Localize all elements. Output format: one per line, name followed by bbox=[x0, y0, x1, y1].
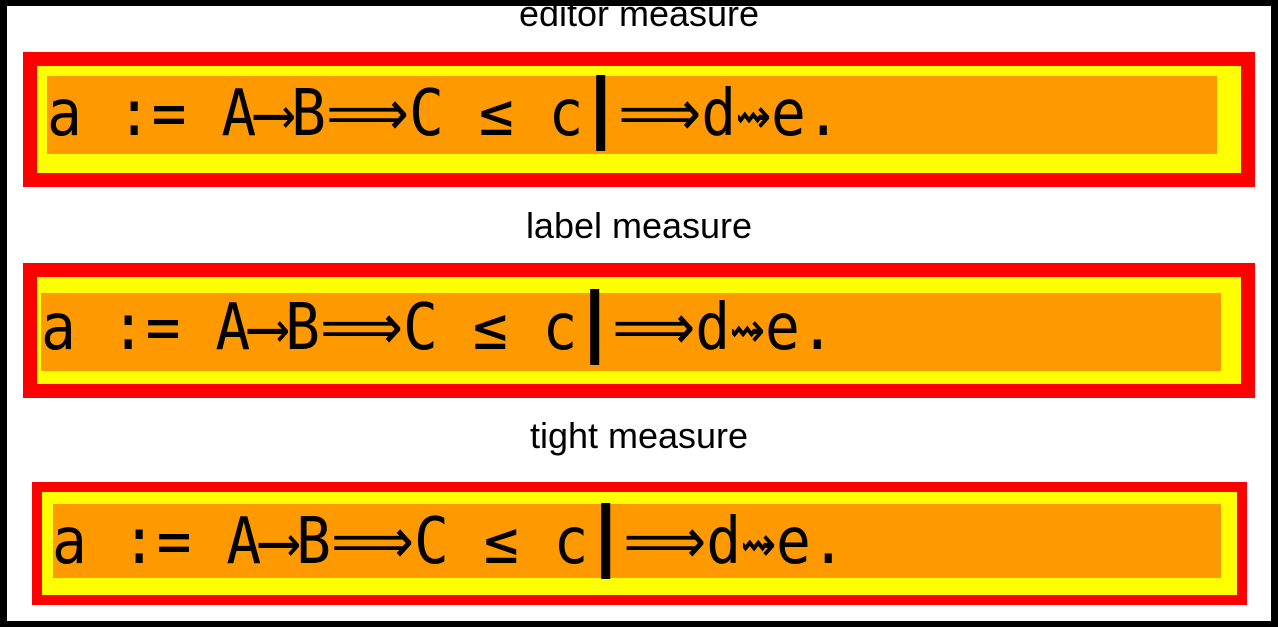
tight-measure-caption: tight measure bbox=[529, 415, 749, 456]
tight-measure-middle-box: a := A⟶B⟹C ≤ c┃⟹d⇝e. bbox=[42, 492, 1237, 595]
label-measure-code-text: a := A⟶B⟹C ≤ c┃⟹d⇝e. bbox=[41, 291, 835, 365]
measure-comparison-canvas: editor measure a := A⟶B⟹C ≤ c┃⟹d⇝e. labe… bbox=[7, 6, 1271, 621]
tight-measure-inner-box: a := A⟶B⟹C ≤ c┃⟹d⇝e. bbox=[52, 504, 1221, 579]
tight-measure-code-text: a := A⟶B⟹C ≤ c┃⟹d⇝e. bbox=[52, 505, 846, 579]
label-measure-outer-box: a := A⟶B⟹C ≤ c┃⟹d⇝e. bbox=[23, 263, 1255, 398]
label-measure-inner-box: a := A⟶B⟹C ≤ c┃⟹d⇝e. bbox=[41, 291, 1221, 371]
editor-measure-code-text: a := A⟶B⟹C ≤ c┃⟹d⇝e. bbox=[47, 77, 841, 151]
label-measure-middle-box: a := A⟶B⟹C ≤ c┃⟹d⇝e. bbox=[37, 277, 1241, 384]
editor-measure-inner-box: a := A⟶B⟹C ≤ c┃⟹d⇝e. bbox=[47, 76, 1217, 154]
tight-measure-outer-box: a := A⟶B⟹C ≤ c┃⟹d⇝e. bbox=[32, 482, 1247, 605]
label-measure-caption: label measure bbox=[525, 205, 753, 246]
editor-measure-outer-box: a := A⟶B⟹C ≤ c┃⟹d⇝e. bbox=[23, 52, 1255, 187]
editor-measure-caption: editor measure bbox=[518, 6, 760, 34]
editor-measure-middle-box: a := A⟶B⟹C ≤ c┃⟹d⇝e. bbox=[37, 66, 1241, 173]
